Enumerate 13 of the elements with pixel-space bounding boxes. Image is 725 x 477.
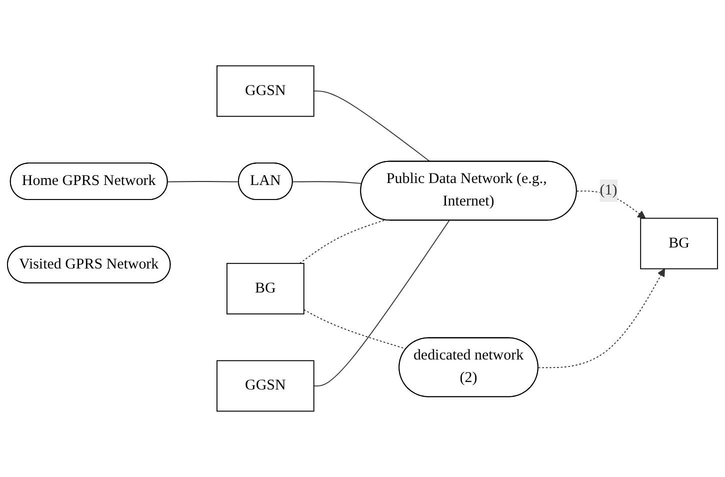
connector <box>313 220 450 386</box>
node-box: BG <box>226 262 304 314</box>
arrow <box>576 190 646 219</box>
connector <box>292 181 363 184</box>
edge-label: (1) <box>600 182 618 198</box>
connector <box>313 90 431 162</box>
connector <box>167 181 240 182</box>
node-box: BG <box>640 218 718 270</box>
arrow <box>538 268 666 368</box>
connector <box>299 220 386 264</box>
node-box: GGSN <box>216 360 314 412</box>
node-box: GGSN <box>216 65 314 117</box>
connector <box>303 309 407 350</box>
